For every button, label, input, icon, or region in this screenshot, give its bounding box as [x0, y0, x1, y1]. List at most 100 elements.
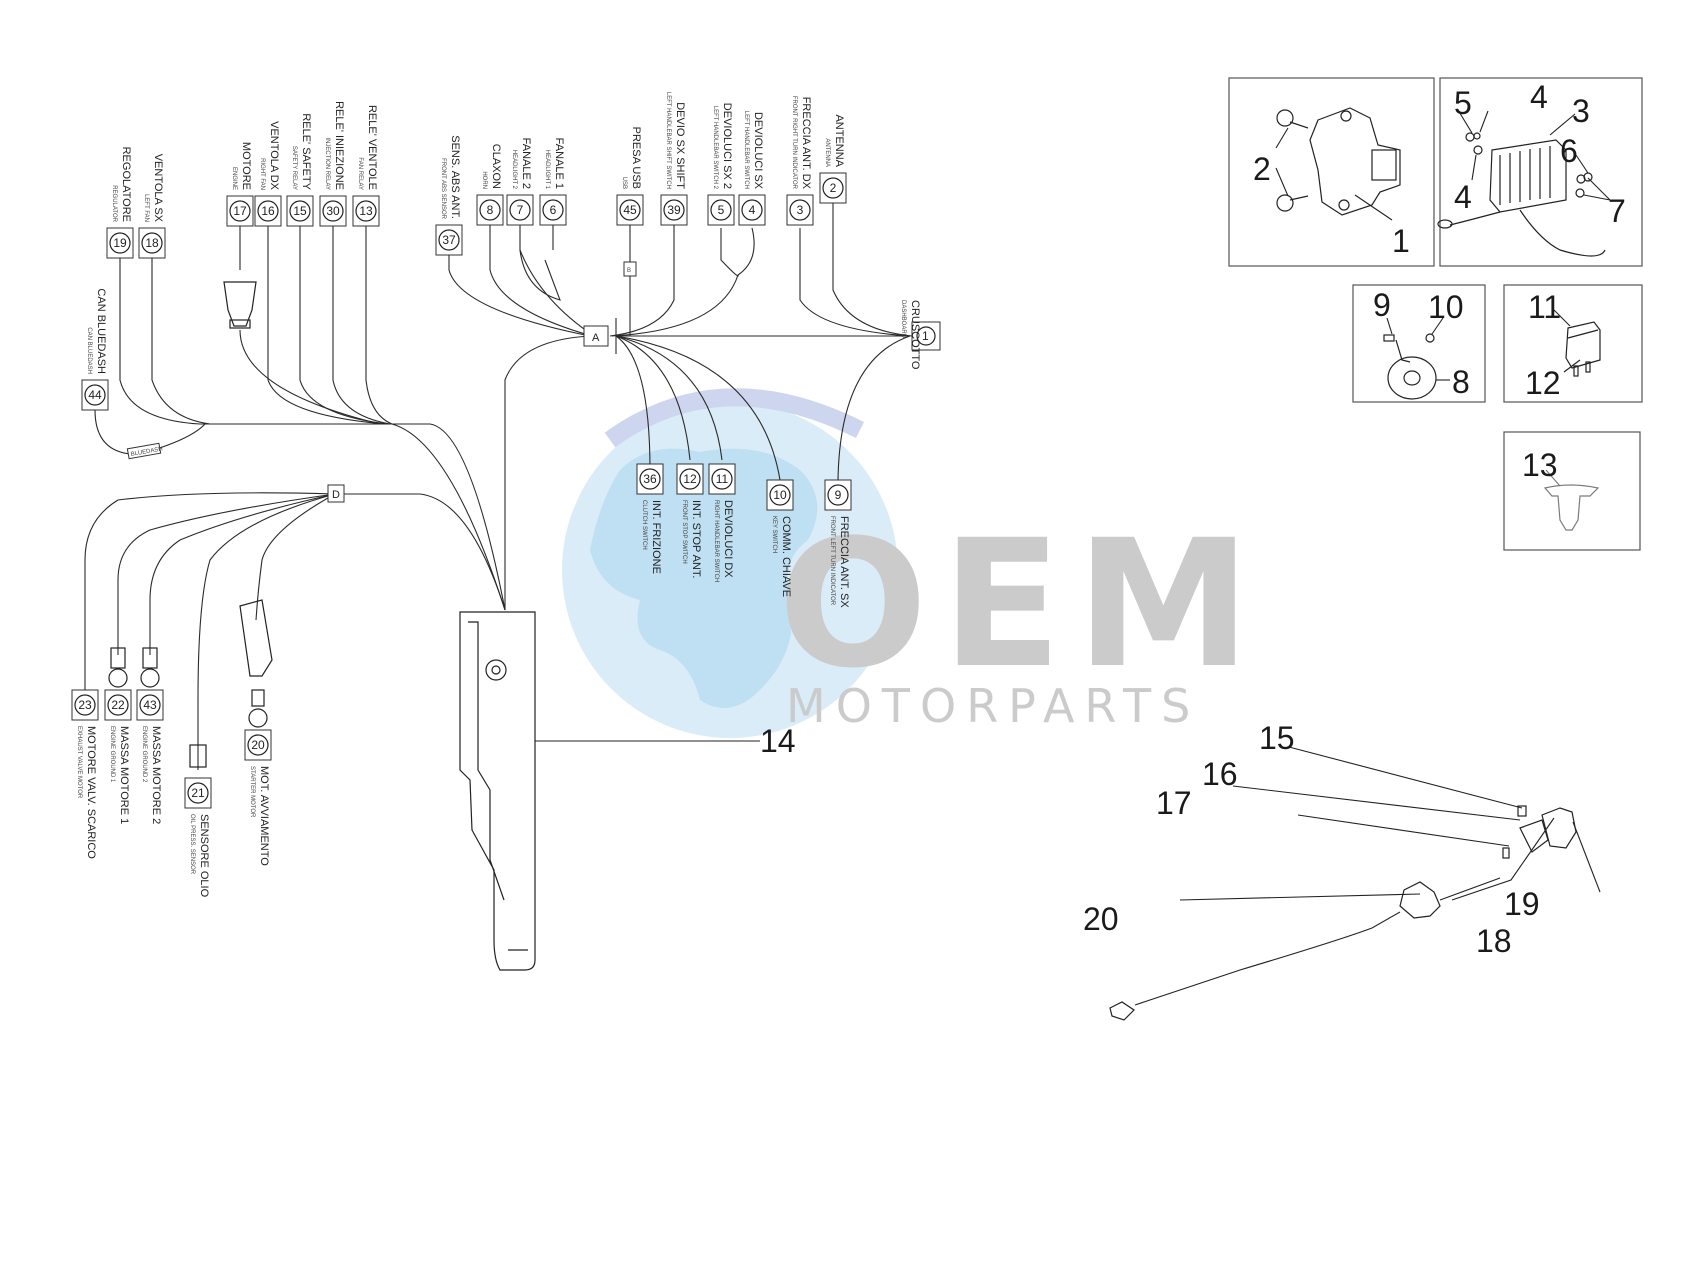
connector-number: 20 [251, 738, 265, 752]
junction-d-label: D [332, 489, 340, 501]
connector-label: CLAXON [490, 144, 502, 189]
connector-number: 4 [749, 203, 756, 217]
connector-sublabel: HORN [481, 171, 487, 189]
dashboard-number: 1 [922, 329, 929, 343]
callout-1: 1 [1392, 223, 1410, 259]
watermark: OEM MOTORPARTS [562, 388, 1265, 738]
junction-a-label: A [592, 332, 600, 344]
connector-label: MOTORE [240, 142, 252, 190]
connector-number: 6 [550, 203, 557, 217]
connector-label: CAN BLUEDASH [95, 288, 107, 374]
watermark-globe-land [590, 448, 818, 708]
connector-sublabel: RIGHT HANDLEBAR SWITCH [713, 500, 719, 582]
callout-14: 14 [760, 723, 796, 759]
connector-sublabel: SAFETY RELAY [291, 146, 297, 190]
sensor-assembly [1109, 746, 1601, 1021]
connector-number: 18 [145, 236, 159, 250]
connector-sublabel: OIL PRESS. SENSOR [189, 814, 195, 875]
connector-label: REGOLATORE [120, 147, 132, 222]
connector-sublabel: ENGINE GROUND 1 [109, 726, 115, 783]
connector-number: 15 [293, 204, 307, 218]
connector-sublabel: REGULATOR [111, 185, 117, 222]
connector-number: 16 [261, 204, 275, 218]
regulator-part [1275, 107, 1401, 221]
callout-10: 10 [1428, 289, 1464, 325]
connector-label: DEVIO SX SHIFT [674, 102, 686, 189]
connector-label: FRECCIA ANT. DX [800, 97, 812, 190]
connector-label: FANALE 2 [520, 138, 532, 189]
callout-20: 20 [1083, 901, 1119, 937]
connector-number: 17 [233, 204, 247, 218]
connector-sublabel: ANTENNA [824, 138, 830, 167]
connector-label: ANTENNA [833, 114, 845, 167]
connector-sublabel: LEFT HANDLEBAR SWITCH 2 [712, 106, 718, 190]
connector-number: 43 [143, 698, 157, 712]
connector-number: 9 [835, 488, 842, 502]
connector-number: 19 [113, 236, 127, 250]
connector-label: MOTORE VALV. SCARICO [85, 726, 97, 859]
callout-6: 6 [1560, 133, 1578, 169]
connector-number: 13 [359, 204, 373, 218]
callout-9: 9 [1373, 287, 1391, 323]
callout-4a: 4 [1530, 79, 1548, 115]
connector-label: RELE' VENTOLE [366, 105, 378, 190]
connector-label: FRECCIA ANT. SX [838, 516, 850, 608]
connector-number: 11 [716, 472, 729, 486]
connector-number: 5 [718, 203, 725, 217]
connector-sublabel: LEFT HANDLEBAR SHIFT SWITCH [665, 92, 671, 189]
connector-number: 45 [623, 203, 637, 217]
connector-sublabel: ENGINE GROUND 2 [141, 726, 147, 783]
connector-label: INT. STOP ANT. [690, 500, 702, 578]
connector-number: 36 [643, 472, 657, 486]
can-tag-label: BLUEDASH [130, 446, 163, 458]
connector-sublabel: HEADLIGHT 1 [544, 150, 550, 190]
connector-label: PRESA USB [630, 127, 642, 189]
connector-sublabel: FRONT ABS SENSOR [440, 158, 446, 220]
callout-19: 19 [1504, 886, 1540, 922]
dashboard-sublabel: DASHBOARD [900, 300, 906, 339]
callout-16: 16 [1202, 756, 1238, 792]
callout-15: 15 [1259, 720, 1295, 756]
connector-sublabel: USB [621, 177, 627, 189]
callout-3: 3 [1572, 93, 1590, 129]
connector-label: MASSA MOTORE 2 [150, 726, 162, 824]
connector-label: MASSA MOTORE 1 [118, 726, 130, 824]
callouts: 1 2 3 4 4 5 6 7 8 9 10 11 12 13 14 15 16… [760, 79, 1626, 959]
usb-tag-label: B [627, 268, 631, 274]
callout-18: 18 [1476, 923, 1512, 959]
connector-label: RELE' SAFETY [300, 113, 312, 190]
connector-label: INT. FRIZIONE [650, 500, 662, 574]
control-unit [459, 611, 760, 971]
watermark-tagline: MOTORPARTS [786, 679, 1200, 733]
callout-4b: 4 [1454, 179, 1472, 215]
frame-relay [1503, 284, 1643, 403]
connector-sublabel: FRONT STOP SWITCH [681, 500, 687, 564]
watermark-brand: OEM [778, 502, 1265, 707]
fuse-box-part [1437, 109, 1611, 257]
connector-label: RELE' INIEZIONE [333, 101, 345, 190]
connector-label: SENS. ABS ANT. [449, 135, 461, 219]
connector-sublabel: CAN BLUEDASH [86, 327, 92, 374]
connector-number: 10 [773, 488, 787, 502]
connector-label: COMM. CHIAVE [780, 516, 792, 597]
connector-number: 2 [830, 181, 837, 195]
connector-number: 44 [88, 388, 102, 402]
connector-sublabel: CLUTCH SWITCH [641, 500, 647, 550]
